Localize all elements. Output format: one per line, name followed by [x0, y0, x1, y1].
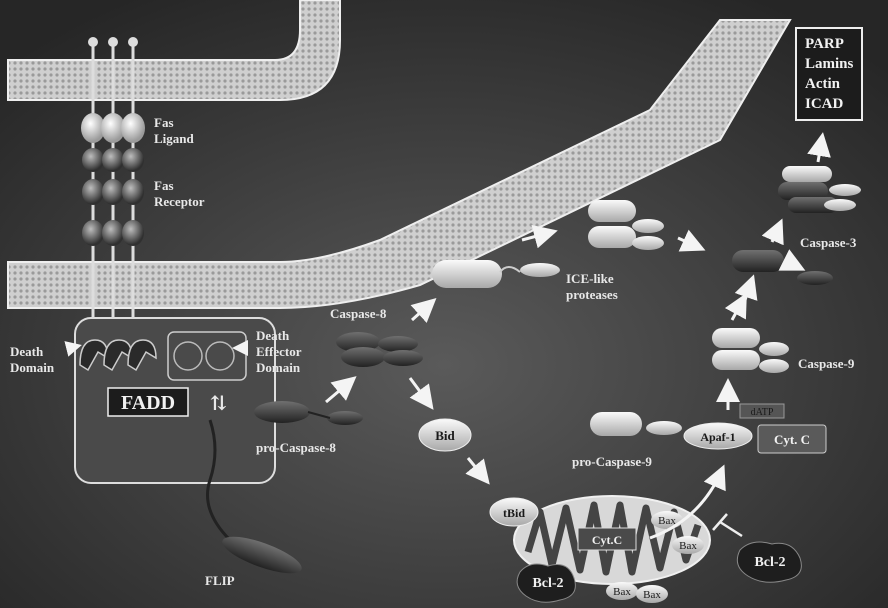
bax-label-2: Bax [679, 540, 697, 552]
caspase-8-label: Caspase-8 [330, 306, 387, 321]
cytc-mito-label: Cyt.C [592, 533, 622, 547]
fas-ligand-label-2: Ligand [154, 131, 195, 146]
central-caspase-subunit [797, 271, 833, 285]
central-caspase-shape [732, 250, 784, 272]
bcl2-right-label: Bcl-2 [754, 555, 785, 570]
fas-receptor-label-2: Receptor [154, 194, 205, 209]
flip-label: FLIP [205, 573, 235, 588]
fadd-label: FADD [121, 392, 175, 414]
substrate-item: Actin [805, 76, 841, 92]
ded-label-1: Death [256, 328, 290, 343]
pro-caspase-8-label: pro-Caspase-8 [256, 440, 336, 455]
ded-label-2: Effector [256, 344, 302, 359]
cytc-complex-label: Cyt. C [774, 432, 810, 447]
bax-label-4: Bax [643, 589, 661, 601]
ice-like-label-1: ICE-like [566, 271, 614, 286]
fas-receptor-label-1: Fas [154, 178, 174, 193]
datp-label: dATP [751, 407, 774, 418]
death-domain-label-1: Death [10, 344, 44, 359]
fas-ligand-label-1: Fas [154, 115, 174, 130]
tbid-label: tBid [503, 506, 525, 520]
ice-like-label-2: proteases [566, 287, 618, 302]
substrate-item: Lamins [805, 56, 854, 72]
bid-label: Bid [435, 428, 455, 443]
death-domain-label-2: Domain [10, 360, 55, 375]
pro-caspase-9-label: pro-Caspase-9 [572, 454, 652, 469]
bcl2-left-label: Bcl-2 [532, 576, 563, 591]
substrate-item: ICAD [805, 96, 844, 112]
caspase-3-label: Caspase-3 [800, 235, 857, 250]
bax-label-3: Bax [613, 586, 631, 598]
apaf1-label: Apaf-1 [700, 430, 735, 444]
exchange-arrows-icon: ⇅ [210, 393, 227, 415]
substrate-item: PARP [805, 36, 844, 52]
ded-label-3: Domain [256, 360, 301, 375]
caspase-9-label: Caspase-9 [798, 356, 855, 371]
